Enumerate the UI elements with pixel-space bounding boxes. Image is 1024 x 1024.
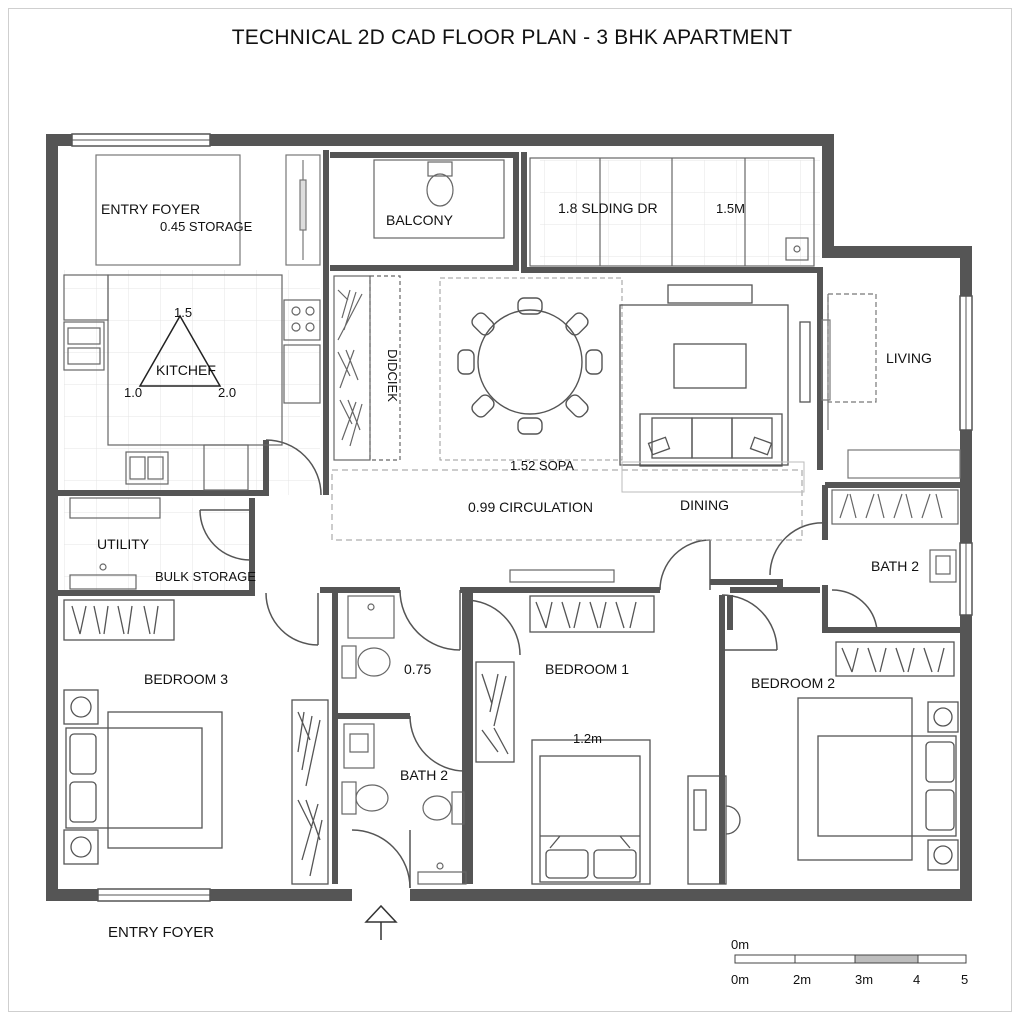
scale-tick-5: 5 — [961, 972, 969, 987]
doors — [199, 439, 878, 889]
circulation-label: 0.99 CIRCULATION — [468, 499, 593, 515]
scale-bar — [734, 954, 967, 964]
dimension-1-2m: 1.2m — [573, 731, 602, 746]
entry-arrow — [364, 904, 398, 940]
scale-tick-4: 4 — [913, 972, 921, 987]
room-label-entry-foyer: ENTRY FOYER — [101, 201, 201, 217]
triangle-right-dimension: 2.0 — [218, 385, 237, 400]
sliding-door-label: 1.8 SLDING DR — [558, 200, 658, 216]
storage-dimension: 0.45 STORAGE — [160, 219, 253, 234]
kitchen-fixtures — [63, 274, 321, 491]
bedroom1-furniture — [475, 595, 655, 885]
plan-title: TECHNICAL 2D CAD FLOOR PLAN - 3 BHK APAR… — [231, 26, 793, 49]
room-label-bath2-center: BATH 2 — [400, 767, 448, 783]
room-label-kitchen: KITCHEF — [156, 362, 216, 378]
pantry-shelving — [333, 275, 401, 461]
room-label-balcony: BALCONY — [386, 212, 453, 228]
interior-walls — [58, 150, 966, 884]
triangle-left-dimension: 1.0 — [124, 385, 143, 400]
dimension-1-5m: 1.5M — [716, 201, 745, 216]
living-room-fixtures — [821, 293, 961, 479]
sofa-dimension: 1.52 SOPA — [510, 458, 575, 473]
dining-vertical-label: DIDCIEK — [384, 349, 400, 402]
balcony-fixtures — [373, 159, 505, 239]
triangle-top-dimension: 1.5 — [174, 305, 193, 320]
bedroom2-furniture — [687, 641, 959, 885]
scale-tick-3: 3m — [855, 972, 874, 987]
room-label-bedroom2: BEDROOM 2 — [751, 675, 836, 691]
room-label-dining: DINING — [680, 497, 729, 513]
scale-tick-0: 0m — [731, 972, 750, 987]
bath-center-fixtures — [341, 595, 467, 885]
bath-right-fixtures — [831, 489, 959, 583]
room-label-bath2-right: BATH 2 — [871, 558, 919, 574]
scale-bar-top-label: 0m — [731, 937, 750, 952]
drawing-frame — [8, 8, 1012, 1012]
room-label-utility: UTILITY — [97, 536, 150, 552]
utility-fixtures — [69, 497, 615, 590]
circulation-zone — [331, 461, 805, 541]
dimension-0-75: 0.75 — [404, 661, 432, 677]
room-label-living: LIVING — [886, 350, 932, 366]
bedroom3-furniture — [63, 599, 329, 885]
sliding-door-panels — [529, 157, 815, 267]
room-label-bedroom1: BEDROOM 1 — [545, 661, 630, 677]
entry-foyer-caption: ENTRY FOYER — [108, 924, 215, 941]
exterior-walls — [46, 134, 972, 901]
foyer-fixtures — [95, 154, 321, 266]
scale-tick-2: 2m — [793, 972, 812, 987]
living-furniture — [619, 284, 811, 467]
windows — [71, 133, 973, 902]
tile-floor — [64, 160, 820, 590]
room-label-bedroom3: BEDROOM 3 — [144, 671, 229, 687]
bulk-storage-label: BULK STORAGE — [155, 569, 256, 584]
dining-table — [439, 277, 623, 461]
